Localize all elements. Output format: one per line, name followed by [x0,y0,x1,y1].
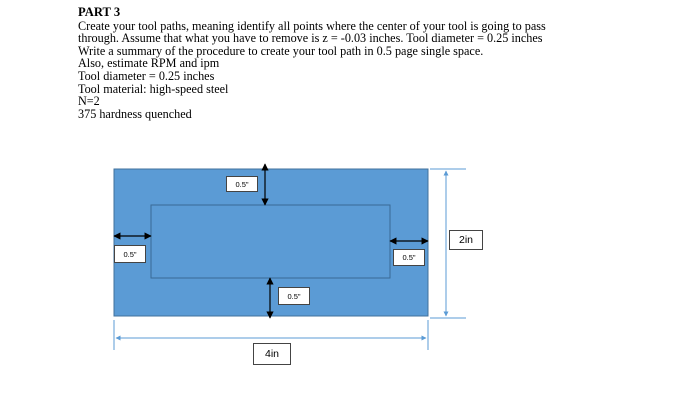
problem-statement: PART 3 Create your tool paths, meaning i… [78,6,668,120]
problem-line-1: Create your tool paths, meaning identify… [78,18,546,33]
part-heading: PART 3 [78,5,121,19]
problem-line-2: through. Assume that what you have to re… [78,31,543,46]
height-label: 2in [449,230,483,250]
right-margin-label: 0.5" [393,249,425,266]
width-label: 4in [253,343,291,365]
problem-line-6: Tool material: high-speed steel [78,81,229,96]
problem-line-4: Also, estimate RPM and ipm [78,56,220,71]
top-margin-label: 0.5" [226,176,258,192]
left-margin-label: 0.5" [114,245,146,263]
problem-line-7: N=2 [78,94,100,109]
problem-line-5: Tool diameter = 0.25 inches [78,68,215,83]
bottom-margin-label: 0.5" [278,287,310,305]
problem-line-8: 375 hardness quenched [78,106,192,121]
stock-plate [113,168,429,317]
problem-line-3: Write a summary of the procedure to crea… [78,43,484,58]
